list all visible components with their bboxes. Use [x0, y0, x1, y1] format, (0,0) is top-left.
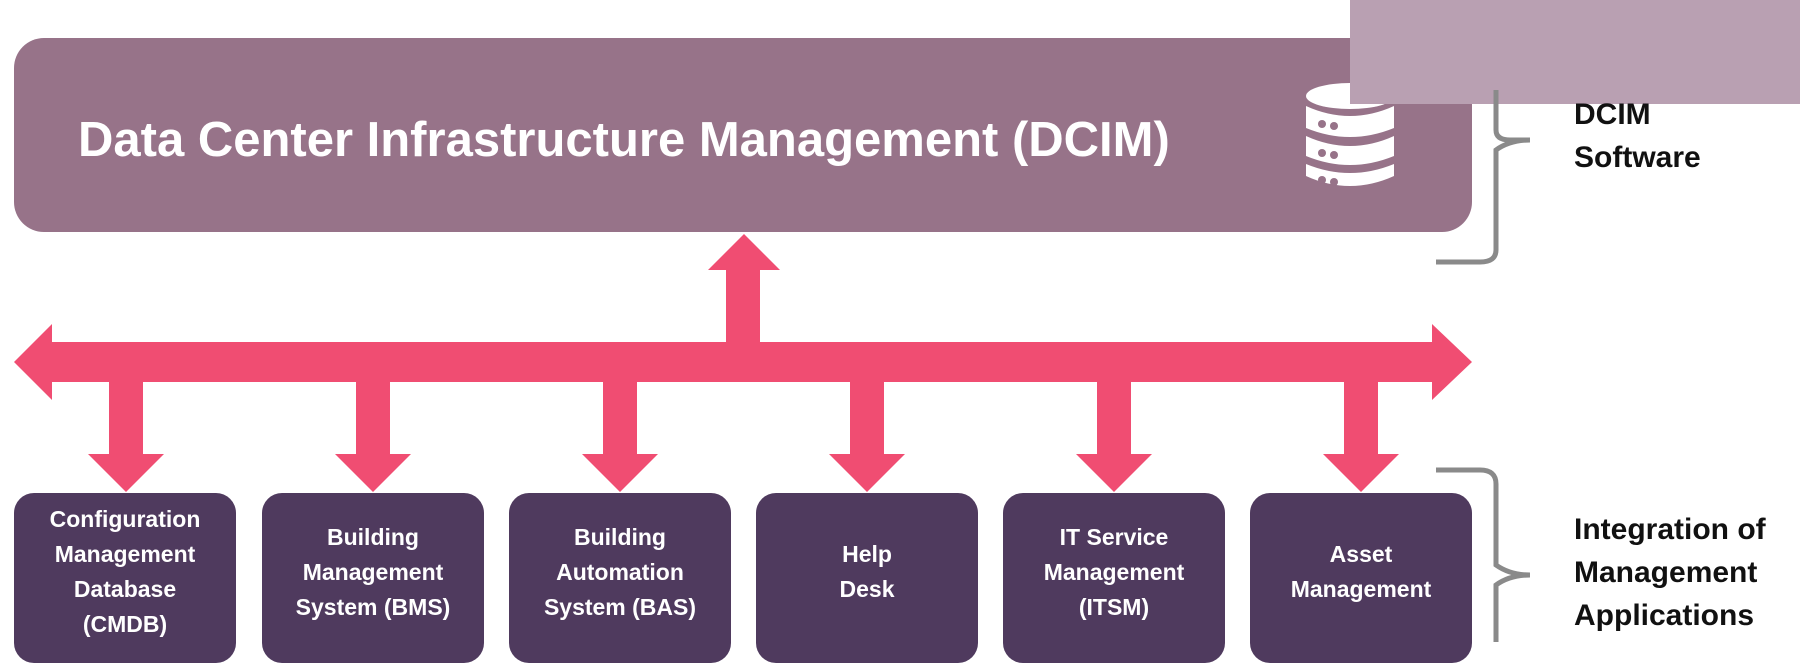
- down-arrow-bas: [582, 382, 658, 492]
- app-label-bms: Building Management System (BMS): [295, 523, 451, 620]
- down-arrow-bms: [335, 382, 411, 492]
- app-label-help-desk: Help Desk: [839, 541, 895, 602]
- app-label-itsm: IT Service Management (ITSM): [1043, 523, 1185, 620]
- dcim-title: Data Center Infrastructure Management (D…: [78, 113, 1170, 167]
- brackets-layer: [1436, 89, 1531, 642]
- corner-block: [1350, 0, 1800, 104]
- up-arrow: [708, 234, 780, 342]
- integration-label: Integration of Management Applications: [1574, 513, 1766, 632]
- app-label-asset-management: Asset Management: [1290, 541, 1432, 602]
- app-box-bas: Building Automation System (BAS): [509, 493, 731, 663]
- app-label-cmdb: Configuration Management Database (CMDB): [49, 506, 201, 637]
- dcim-software-box: [14, 38, 1472, 232]
- bus-arrow: [14, 324, 1472, 400]
- down-arrow-asset: [1323, 382, 1399, 492]
- app-box-cmdb: Configuration Management Database (CMDB): [14, 493, 236, 663]
- down-arrow-help-desk: [829, 382, 905, 492]
- down-arrow-cmdb: [88, 382, 164, 492]
- dcim-software-bracket: [1436, 89, 1531, 265]
- app-box-bms: Building Management System (BMS): [262, 493, 484, 663]
- app-label-bas: Building Automation System (BAS): [543, 523, 697, 620]
- app-box-asset-management: Asset Management: [1250, 493, 1472, 663]
- down-arrow-itsm: [1076, 382, 1152, 492]
- integration-arrows: [14, 234, 1472, 492]
- app-box-help-desk: Help Desk: [756, 493, 978, 663]
- integration-bracket: [1436, 467, 1531, 642]
- dcim-software-label: DCIM Software: [1574, 98, 1701, 174]
- app-box-itsm: IT Service Management (ITSM): [1003, 493, 1225, 663]
